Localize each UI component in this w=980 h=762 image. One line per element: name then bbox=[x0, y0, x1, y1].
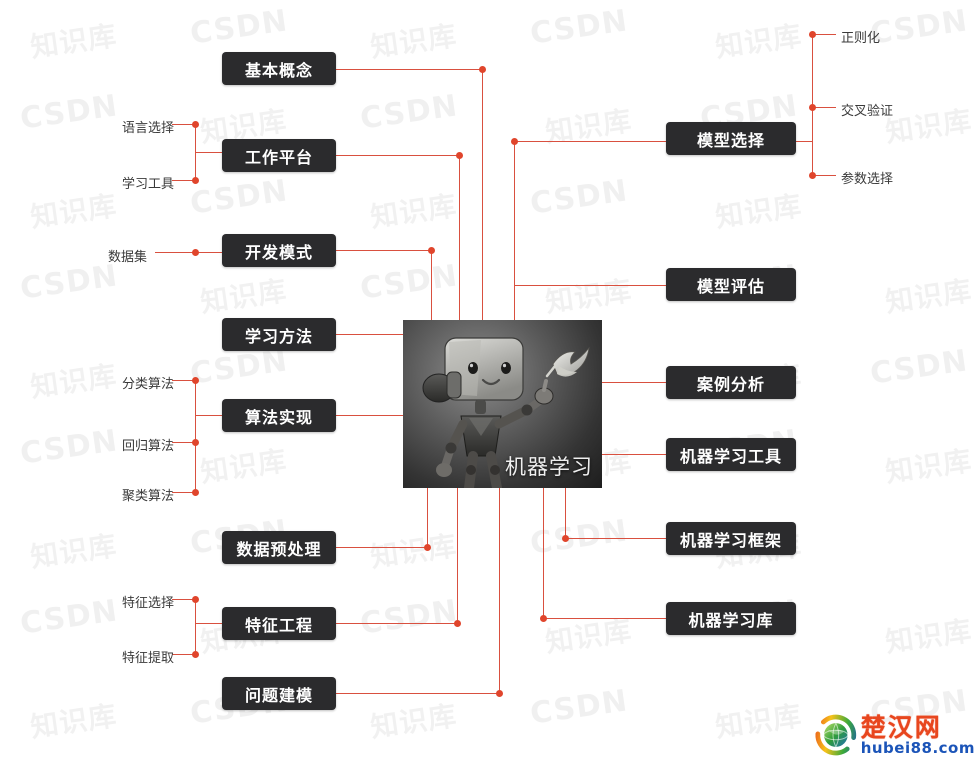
connector-line bbox=[172, 654, 195, 655]
connector-node-dot bbox=[809, 172, 816, 179]
globe-icon bbox=[815, 714, 857, 756]
connector-line bbox=[565, 488, 566, 538]
connector-bracket bbox=[195, 380, 196, 492]
connector-line bbox=[336, 155, 459, 156]
connector-line bbox=[172, 124, 195, 125]
connector-line bbox=[543, 618, 666, 619]
connector-line bbox=[457, 488, 458, 623]
connector-node-dot bbox=[192, 596, 199, 603]
leaf-clustering-algo[interactable]: 聚类算法 bbox=[122, 489, 175, 504]
connector-line bbox=[812, 34, 836, 35]
connector-line bbox=[459, 155, 460, 320]
node-ml-tools[interactable]: 机器学习工具 bbox=[666, 438, 796, 471]
central-image-caption: 机器学习 bbox=[505, 455, 593, 479]
connector-line bbox=[514, 141, 666, 142]
connector-node-dot bbox=[809, 104, 816, 111]
leaf-regularization[interactable]: 正则化 bbox=[841, 31, 881, 46]
node-learning-methods[interactable]: 学习方法 bbox=[222, 318, 336, 351]
connector-line bbox=[195, 415, 222, 416]
connector-line bbox=[155, 252, 222, 253]
leaf-regression-algo[interactable]: 回归算法 bbox=[122, 439, 175, 454]
connector-line bbox=[482, 69, 483, 320]
connector-line bbox=[336, 415, 403, 416]
leaf-cross-validation[interactable]: 交叉验证 bbox=[841, 104, 894, 119]
connector-line bbox=[336, 547, 427, 548]
connector-node-dot bbox=[511, 138, 518, 145]
node-case-analysis[interactable]: 案例分析 bbox=[666, 366, 796, 399]
central-robot-image: 机器学习 bbox=[403, 320, 602, 488]
leaf-learning-tools[interactable]: 学习工具 bbox=[122, 177, 175, 192]
connector-node-dot bbox=[479, 66, 486, 73]
node-work-platform[interactable]: 工作平台 bbox=[222, 139, 336, 172]
connector-node-dot bbox=[192, 121, 199, 128]
connector-node-dot bbox=[192, 377, 199, 384]
connector-line bbox=[514, 141, 515, 320]
leaf-feature-selection[interactable]: 特征选择 bbox=[122, 596, 175, 611]
connector-line bbox=[565, 538, 666, 539]
connector-bracket bbox=[195, 599, 196, 654]
connector-node-dot bbox=[192, 651, 199, 658]
connector-node-dot bbox=[496, 690, 503, 697]
node-basic-concepts[interactable]: 基本概念 bbox=[222, 52, 336, 85]
connector-line bbox=[796, 141, 812, 142]
connector-line bbox=[543, 488, 544, 618]
node-algorithm-impl[interactable]: 算法实现 bbox=[222, 399, 336, 432]
connector-line bbox=[602, 382, 666, 383]
leaf-feature-extraction[interactable]: 特征提取 bbox=[122, 651, 175, 666]
logo-name: 楚汉网 bbox=[860, 712, 942, 742]
connector-node-dot bbox=[424, 544, 431, 551]
connector-line bbox=[336, 69, 482, 70]
connector-node-dot bbox=[456, 152, 463, 159]
connector-line bbox=[336, 693, 499, 694]
node-ml-frameworks[interactable]: 机器学习框架 bbox=[666, 522, 796, 555]
connector-line bbox=[812, 175, 836, 176]
connector-line bbox=[514, 285, 666, 286]
node-data-preprocess[interactable]: 数据预处理 bbox=[222, 531, 336, 564]
logo-domain: hubei88.com bbox=[860, 738, 975, 757]
node-model-evaluation[interactable]: 模型评估 bbox=[666, 268, 796, 301]
connector-node-dot bbox=[454, 620, 461, 627]
leaf-parameter-choice[interactable]: 参数选择 bbox=[841, 172, 894, 187]
connector-node-dot bbox=[192, 489, 199, 496]
connector-line bbox=[172, 380, 195, 381]
connector-line bbox=[602, 454, 666, 455]
leaf-classification-algo[interactable]: 分类算法 bbox=[122, 377, 175, 392]
connector-line bbox=[172, 599, 195, 600]
connector-line bbox=[427, 488, 428, 547]
connector-node-dot bbox=[192, 249, 199, 256]
connector-node-dot bbox=[428, 247, 435, 254]
connector-line bbox=[172, 180, 195, 181]
node-ml-libraries[interactable]: 机器学习库 bbox=[666, 602, 796, 635]
connector-line bbox=[172, 492, 195, 493]
node-model-selection[interactable]: 模型选择 bbox=[666, 122, 796, 155]
connector-line bbox=[336, 623, 457, 624]
connector-line bbox=[172, 442, 195, 443]
leaf-dataset[interactable]: 数据集 bbox=[108, 250, 148, 265]
connector-line bbox=[195, 623, 222, 624]
connector-line bbox=[812, 107, 836, 108]
connector-node-dot bbox=[192, 177, 199, 184]
connector-node-dot bbox=[192, 439, 199, 446]
node-feature-engineering[interactable]: 特征工程 bbox=[222, 607, 336, 640]
connector-node-dot bbox=[562, 535, 569, 542]
node-dev-mode[interactable]: 开发模式 bbox=[222, 234, 336, 267]
connector-line bbox=[195, 152, 222, 153]
connector-node-dot bbox=[540, 615, 547, 622]
node-problem-modeling[interactable]: 问题建模 bbox=[222, 677, 336, 710]
site-logo: 楚汉网 hubei88.com bbox=[815, 712, 975, 758]
connector-line bbox=[336, 334, 403, 335]
connector-line bbox=[336, 250, 431, 251]
connector-line bbox=[499, 488, 500, 693]
connector-line bbox=[431, 250, 432, 320]
connector-node-dot bbox=[809, 31, 816, 38]
leaf-language-choice[interactable]: 语言选择 bbox=[122, 121, 175, 136]
